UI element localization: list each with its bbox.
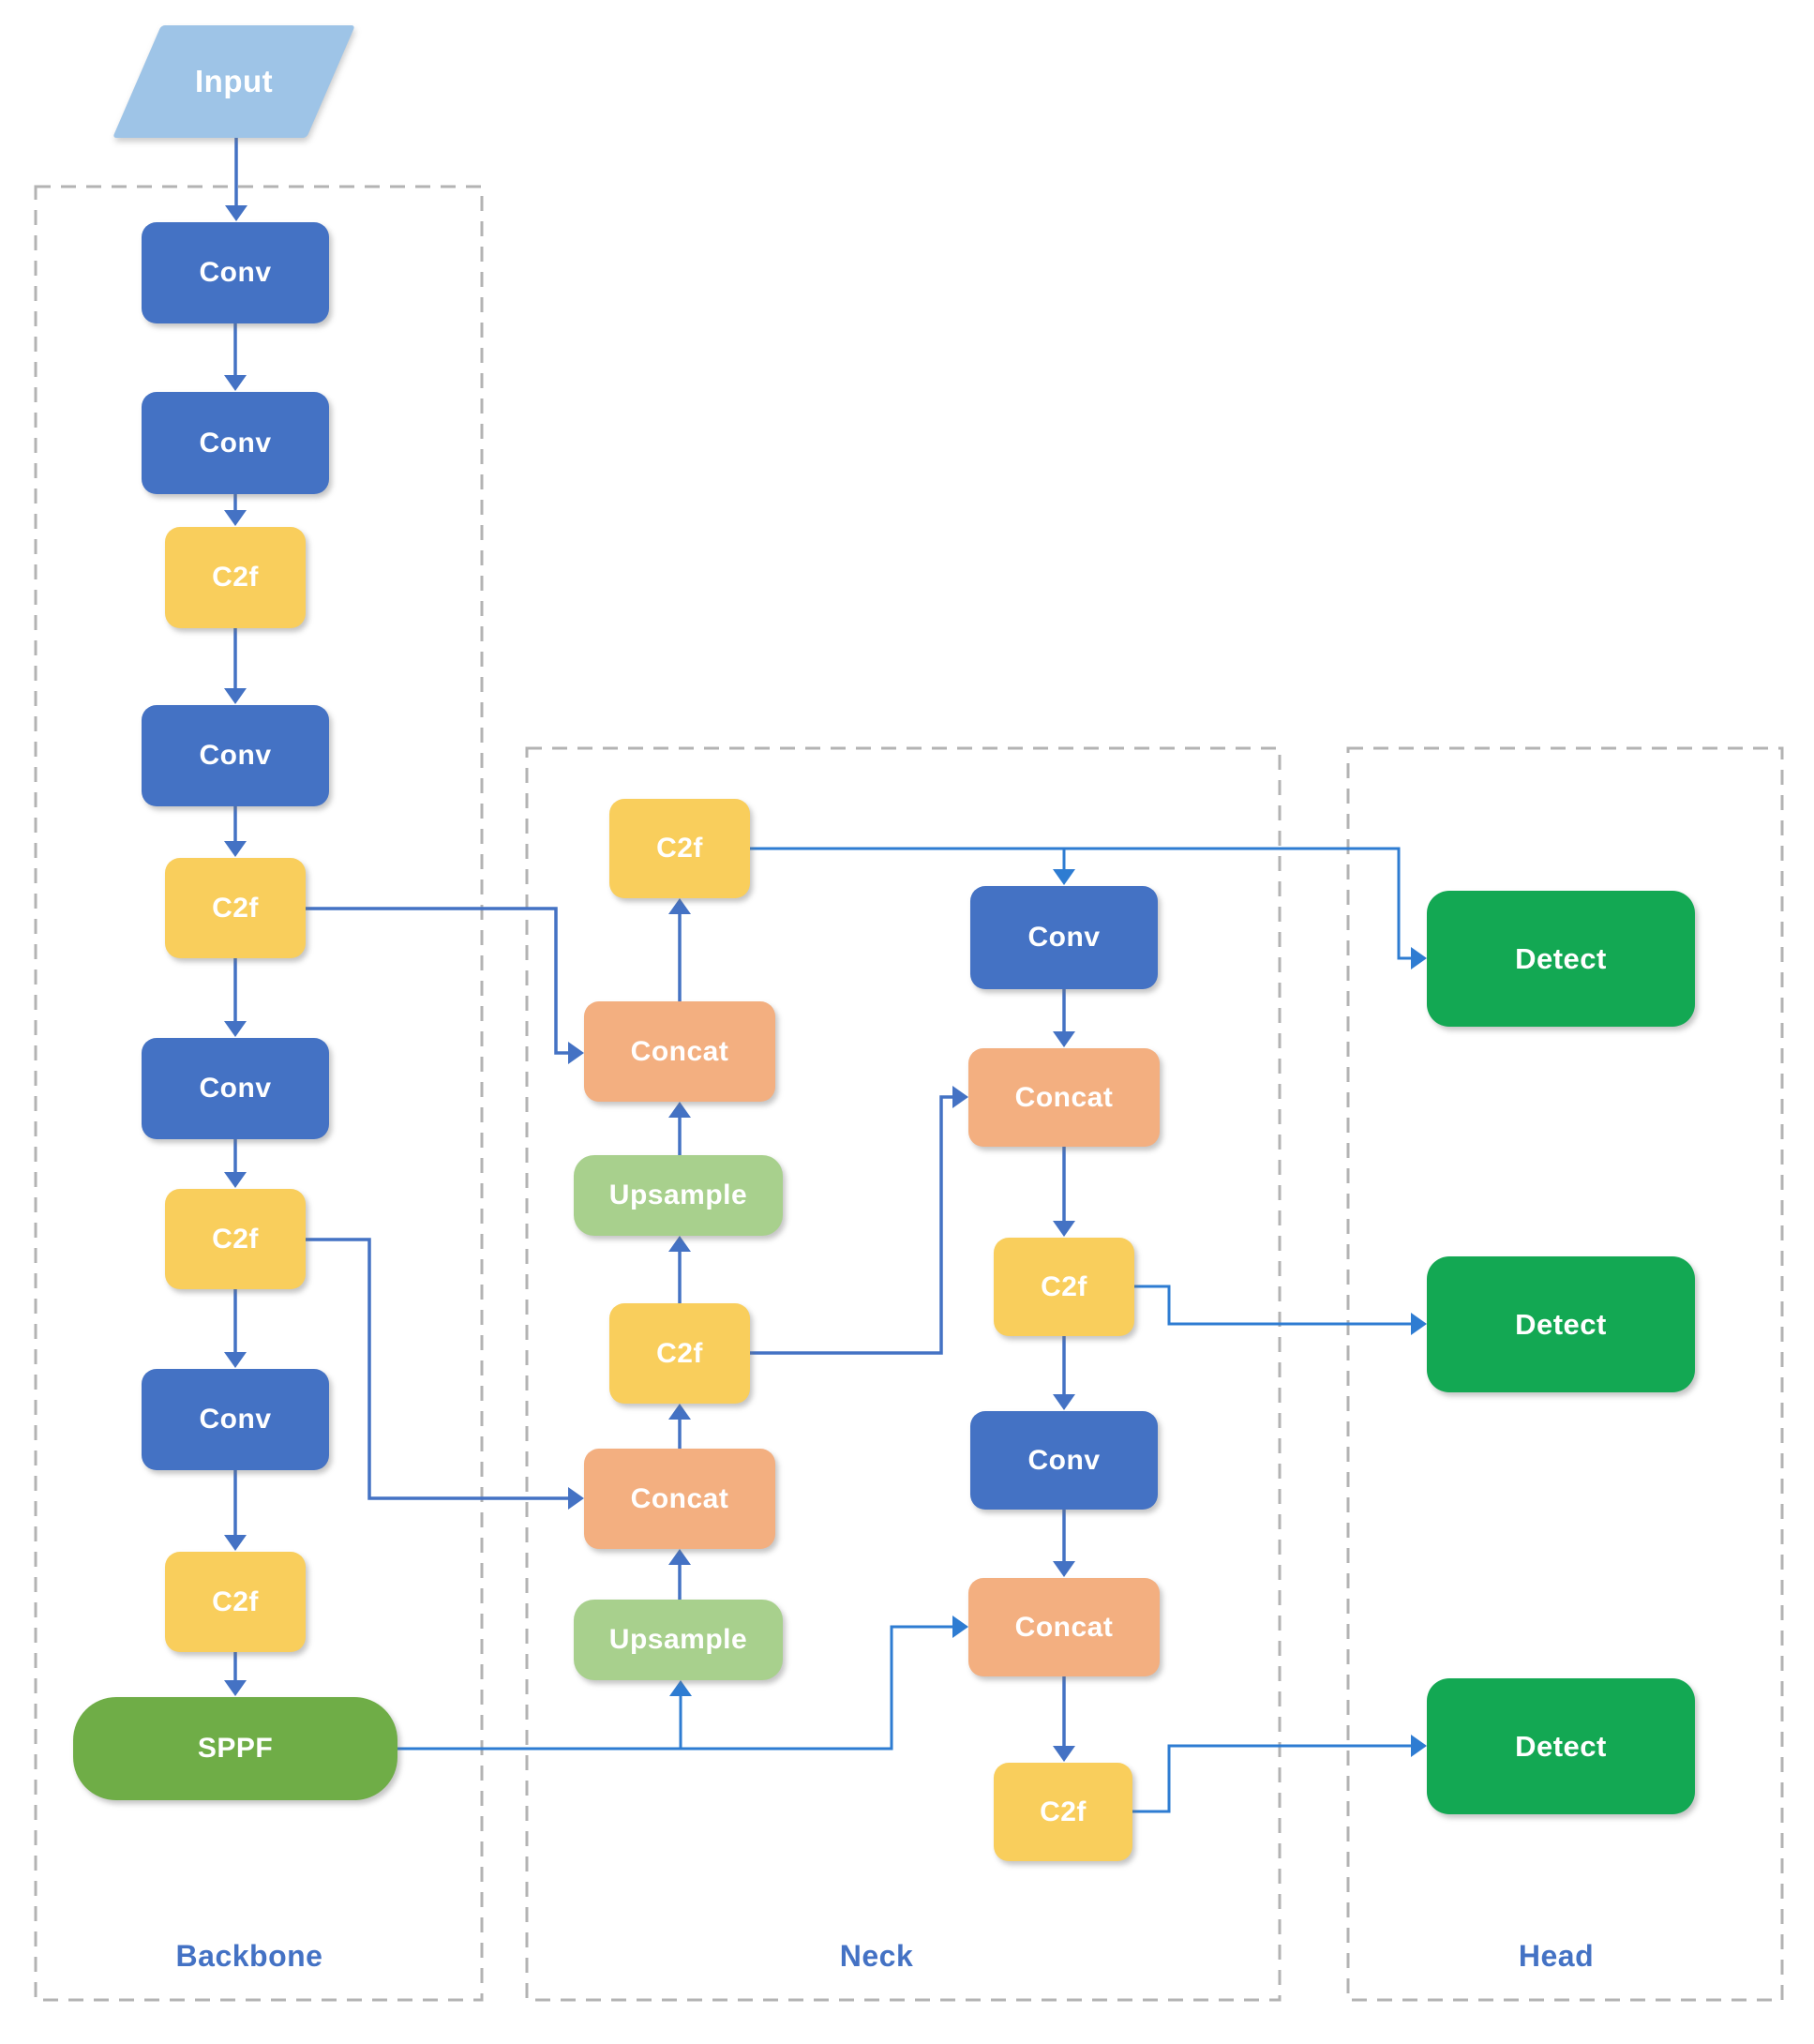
backbone-c2f-2: C2f: [165, 858, 306, 958]
arrowheads: [224, 205, 1427, 1762]
backbone-section-label: Backbone: [175, 1939, 323, 1973]
link-neck-c2f-to-concat: [750, 1095, 952, 1355]
backbone-conv-4: Conv: [142, 1038, 329, 1139]
backbone-conv-1: Conv: [142, 222, 329, 323]
neck-concat-right-lower: Concat: [968, 1578, 1160, 1676]
link-backbone-c2f-p3-to-concat: [306, 907, 568, 1055]
backbone-frame: [34, 185, 484, 2002]
neck-concat-upper: Concat: [584, 1001, 775, 1102]
link-backbone-c2f-p4-to-concat: [306, 1238, 568, 1500]
neck-upsample-upper: Upsample: [574, 1155, 783, 1236]
backbone-c2f-1: C2f: [165, 527, 306, 628]
backbone-c2f-4: C2f: [165, 1552, 306, 1652]
neck-frame: [525, 746, 1282, 2002]
head-section-label: Head: [1518, 1939, 1595, 1973]
head-detect-1: Detect: [1427, 891, 1695, 1027]
neck-c2f-right-lower: C2f: [994, 1763, 1132, 1861]
link-sppf-to-concat: [397, 1625, 952, 1751]
neck-concat-right-upper: Concat: [968, 1048, 1160, 1147]
neck-c2f-right-upper: C2f: [994, 1238, 1134, 1336]
neck-conv-upper: Conv: [970, 886, 1158, 989]
section-frames: [34, 185, 1784, 2002]
neck-c2f-top: C2f: [609, 799, 750, 898]
backbone-c2f-3: C2f: [165, 1189, 306, 1289]
head-detect-2: Detect: [1427, 1256, 1695, 1392]
neck-concat-middle: Concat: [584, 1449, 775, 1549]
input-node-label: Input: [194, 64, 274, 98]
link-c2f-to-detect-2: [1134, 1285, 1411, 1326]
skip-links: [306, 847, 1411, 1813]
link-c2f-to-detect-1: [750, 847, 1411, 960]
neck-conv-lower: Conv: [970, 1411, 1158, 1510]
backbone-sppf: SPPF: [73, 1697, 397, 1800]
backbone-conv-2: Conv: [142, 392, 329, 494]
neck-c2f-middle: C2f: [609, 1303, 750, 1404]
head-detect-3: Detect: [1427, 1678, 1695, 1814]
neck-upsample-lower: Upsample: [574, 1600, 783, 1680]
neck-section-label: Neck: [839, 1939, 914, 1973]
backbone-conv-5: Conv: [142, 1369, 329, 1470]
backbone-conv-3: Conv: [142, 705, 329, 806]
column-arrows: [233, 138, 1066, 1749]
link-c2f-to-detect-3: [1132, 1744, 1411, 1813]
head-frame: [1346, 746, 1784, 2002]
